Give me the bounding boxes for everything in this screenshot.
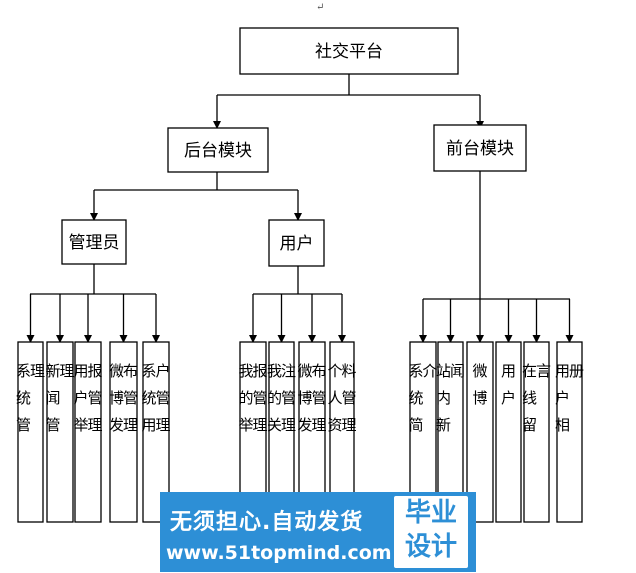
admin-item-1: 系统管理 xyxy=(16,341,45,523)
admin-item-5-label: 系统用户管理 xyxy=(141,362,170,434)
node-root: 社交平台 xyxy=(239,27,459,75)
front-item-4: 用户 xyxy=(495,341,522,523)
node-frontend: 前台模块 xyxy=(433,124,527,172)
watermark-url: www.51topmind.com xyxy=(166,542,392,564)
watermark-slogan: 无须担心.自动发货 xyxy=(170,510,364,535)
admin-item-5: 系统用户管理 xyxy=(141,341,171,523)
node-user: 用户 xyxy=(268,219,325,267)
admin-item-2-label: 新闻管理 xyxy=(45,362,74,434)
user-item-2-label: 我的关注管理 xyxy=(267,362,296,434)
node-admin: 管理员 xyxy=(61,219,127,265)
watermark-badge: 毕业 设计 xyxy=(394,496,468,568)
user-item-3-label: 微博发布管理 xyxy=(297,362,326,434)
node-user-label: 用户 xyxy=(280,234,314,254)
front-item-6: 用户相册 xyxy=(555,341,584,523)
admin-item-4: 微博发布管理 xyxy=(109,341,138,523)
node-backend: 后台模块 xyxy=(167,127,269,173)
front-item-5-label: 在线留言 xyxy=(522,362,551,434)
admin-item-3: 用户举报管理 xyxy=(73,341,103,523)
node-backend-label: 后台模块 xyxy=(184,141,252,161)
node-root-label: 社交平台 xyxy=(315,42,383,62)
front-item-2-label: 站内新闻 xyxy=(436,362,465,434)
front-item-3-label: 微博 xyxy=(472,362,487,407)
paragraph-mark: ↵ xyxy=(316,2,325,13)
badge-top-text: 毕业 xyxy=(404,498,457,528)
node-admin-label: 管理员 xyxy=(69,233,120,253)
badge-bottom-text: 设计 xyxy=(404,532,457,562)
watermark-banner: 无须担心.自动发货 www.51topmind.com 毕业 设计 xyxy=(160,492,476,572)
front-item-6-label: 用户相册 xyxy=(555,362,584,434)
admin-item-2: 新闻管理 xyxy=(45,341,75,523)
admin-item-1-label: 系统管理 xyxy=(16,362,45,434)
user-item-1-label: 我的举报管理 xyxy=(238,362,267,434)
front-item-1-label: 系统简介 xyxy=(408,362,437,434)
front-item-4-label: 用户 xyxy=(501,362,516,407)
admin-item-3-label: 用户举报管理 xyxy=(73,362,102,434)
user-item-4-label: 个人资料管理 xyxy=(327,362,356,434)
node-frontend-label: 前台模块 xyxy=(446,139,514,159)
admin-item-4-label: 微博发布管理 xyxy=(109,362,138,434)
front-item-5: 在线留言 xyxy=(522,341,551,523)
